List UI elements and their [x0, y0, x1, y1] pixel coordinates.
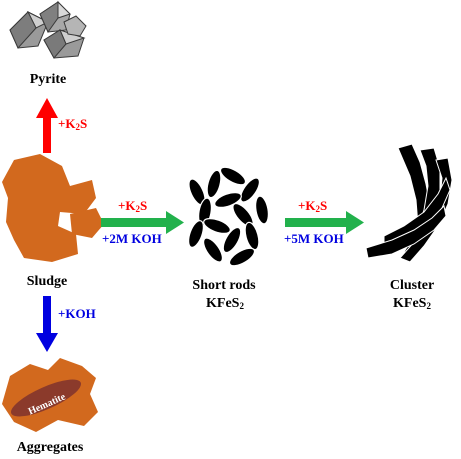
aggregates-blob-icon: [2, 358, 98, 432]
mid2-k2s-base: +K: [298, 198, 316, 213]
mid2-k2s-label: +K2S: [298, 198, 327, 214]
arrow-up-icon: [36, 98, 58, 153]
pyrite-crystal-icon: [9, 0, 87, 59]
cluster-rods-icon: [365, 143, 453, 263]
mid2-k2s-tail: S: [320, 198, 328, 213]
cluster-formula-base: KFeS: [393, 296, 427, 311]
mid1-k2s-sub: 2: [135, 204, 141, 214]
mid2-koh-label: +5M KOH: [284, 231, 344, 246]
arrow-right-icon: [101, 211, 184, 234]
short-rods-label: Short rods: [192, 278, 256, 293]
cluster-formula-sub: 2: [426, 301, 431, 311]
cluster-label: Cluster: [389, 278, 435, 293]
mid1-k2s-base: +K: [118, 198, 136, 213]
short-rods-formula-base: KFeS: [206, 296, 240, 311]
mid1-koh-label: +2M KOH: [102, 231, 162, 246]
arrow-down-icon: [36, 296, 58, 352]
sludge-blob-icon: [2, 154, 104, 262]
short-rods-formula: KFeS2: [195, 296, 255, 312]
up-reagent-sub: 2: [75, 122, 81, 132]
pyrite-label: Pyrite: [29, 72, 67, 87]
mid1-k2s-tail: S: [140, 198, 148, 213]
down-reagent-label: +KOH: [58, 306, 96, 321]
mid2-k2s-sub: 2: [315, 204, 321, 214]
up-reagent-label: +K2S: [58, 116, 87, 132]
short-rods-formula-sub: 2: [239, 301, 244, 311]
sludge-label: Sludge: [26, 274, 68, 289]
up-reagent-base: +K: [58, 116, 76, 131]
arrow-right-icon: [285, 211, 364, 234]
short-rods-icon: [188, 166, 269, 267]
cluster-formula: KFeS2: [382, 296, 442, 312]
aggregates-label: Aggregates: [16, 440, 84, 455]
up-reagent-tail: S: [80, 116, 88, 131]
mid1-k2s-label: +K2S: [118, 198, 147, 214]
